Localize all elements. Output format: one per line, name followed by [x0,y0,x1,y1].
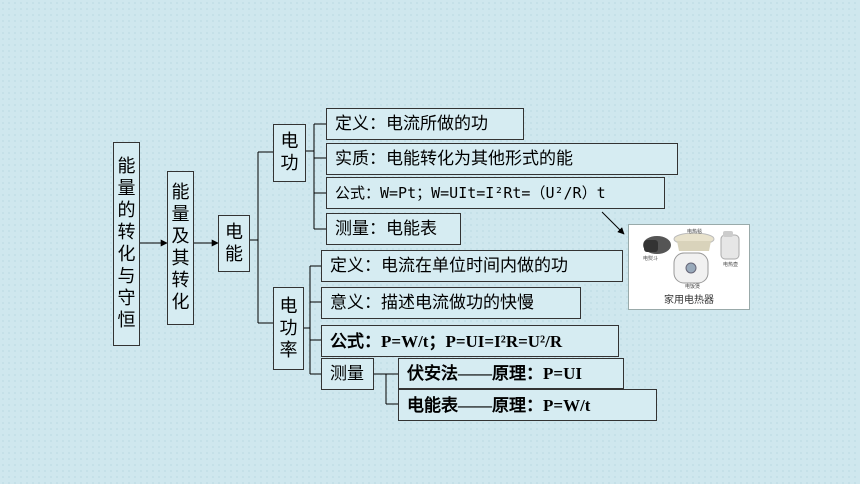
power-meaning: 意义：描述电流做功的快慢 [321,287,581,319]
work-measure: 测量：电能表 [326,213,461,245]
level2-char: 及 [171,226,190,247]
root-char: 守 [117,288,136,309]
work-formula: 公式：W=Pt；W=UIt=I²Rt=（U²/R）t [326,177,665,209]
work-essence: 实质：电能转化为其他形式的能 [326,143,678,175]
power-title-char: 功 [279,317,298,339]
electric-work-node: 电 功 [273,124,306,182]
level2-char: 量 [171,204,190,225]
power-definition: 定义：电流在单位时间内做的功 [321,250,623,282]
work-title-char: 电 [280,131,299,152]
power-formula: 公式：P=W/t；P=UI=I²R=U²/R [321,325,619,357]
energy-conversion-node: 能 量 及 其 转 化 [167,171,194,325]
root-char: 转 [117,222,136,243]
electric-power-node: 电 功 率 [273,287,304,370]
root-char: 与 [117,266,136,287]
label-blanket: 电热毯 [687,229,703,235]
power-title-char: 率 [279,339,298,361]
level3-char: 能 [225,243,243,265]
electric-energy-node: 电 能 [218,215,250,272]
household-heaters-photo: 电热毯 电熨斗 电饭煲 电热壶 家用电热器 [628,224,750,310]
root-char: 量 [117,178,136,199]
level2-char: 转 [171,270,190,291]
power-title-char: 电 [279,295,298,317]
label-kettle: 电热壶 [723,262,739,268]
voltammeter-method: 伏安法——原理：P=UI [398,358,624,389]
work-title-char: 功 [280,153,299,174]
label-rice-cooker: 电饭煲 [685,284,701,290]
root-char: 化 [117,244,136,265]
level2-char: 能 [171,182,190,203]
energy-meter-method: 电能表——原理：P=W/t [398,389,657,421]
root-char: 的 [117,200,136,221]
label-iron: 电熨斗 [643,256,659,262]
level3-char: 电 [225,221,243,243]
root-char: 恒 [117,310,136,331]
photo-caption: 家用电热器 [664,295,714,306]
work-definition: 定义：电流所做的功 [326,108,524,140]
level2-char: 其 [171,248,190,269]
power-measure: 测量 [321,358,374,390]
root-char: 能 [117,156,136,177]
root-node: 能 量 的 转 化 与 守 恒 [113,142,140,346]
level2-char: 化 [171,292,190,313]
appliances-illustration [643,231,740,284]
